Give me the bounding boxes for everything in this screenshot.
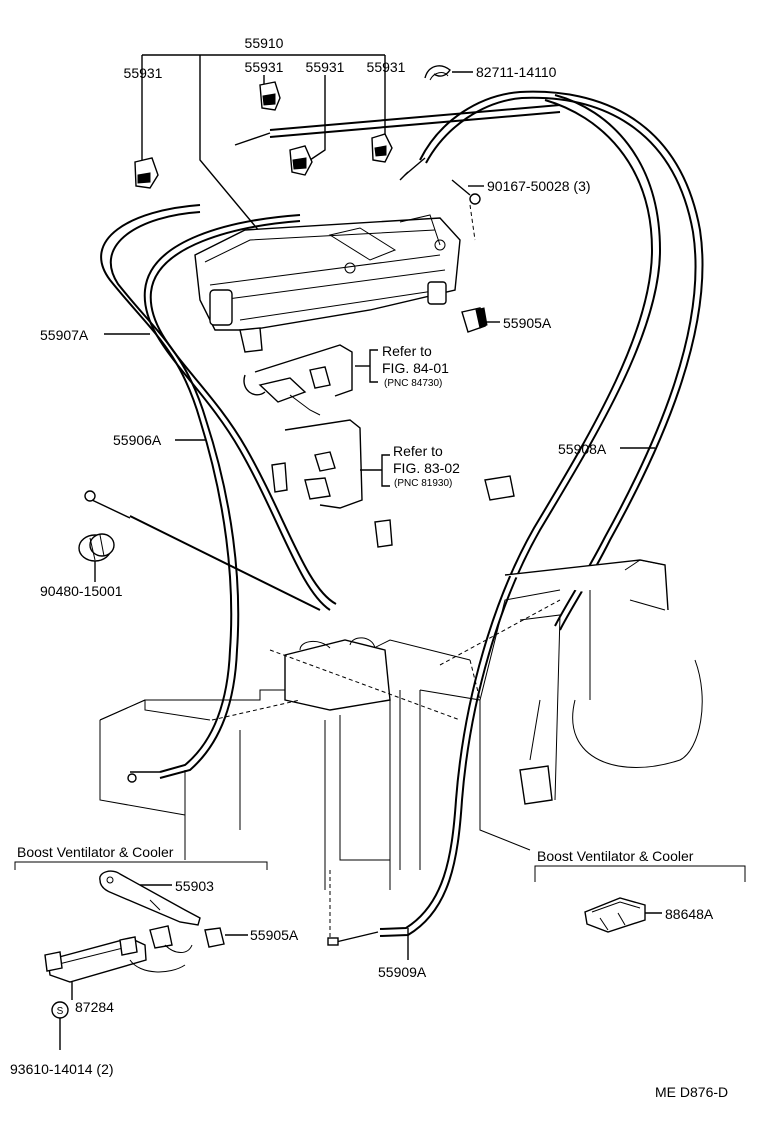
screw-symbol: S <box>57 1006 64 1017</box>
switch-fig-84-01 <box>243 344 353 416</box>
refer-1-pnc: (PNC 84730) <box>384 378 442 389</box>
knob-55905a-bottom <box>149 925 225 949</box>
refer-1-line1: Refer to <box>382 343 432 359</box>
clip-82711 <box>424 65 451 81</box>
clip-55931-d <box>371 133 393 163</box>
label-55903: 55903 <box>175 878 214 894</box>
cable-55909a <box>327 94 662 946</box>
clip-55931-b <box>259 81 281 111</box>
label-55931-a: 55931 <box>124 65 163 81</box>
leader-lines <box>14 54 746 1050</box>
grommet-90480 <box>78 533 115 562</box>
label-55931-c: 55931 <box>306 59 345 75</box>
label-90167: 90167-50028 (3) <box>487 178 591 194</box>
label-55908a: 55908A <box>558 441 607 457</box>
label-55931-b: 55931 <box>245 59 284 75</box>
footer-code: ME D876-D <box>655 1084 728 1100</box>
label-90480: 90480-15001 <box>40 583 123 599</box>
label-55905a-bottom: 55905A <box>250 927 299 943</box>
screw-93610: S <box>51 1001 69 1019</box>
part-labels: 55910 55931 55931 55931 55931 82711-1411… <box>10 35 728 1100</box>
cable-55907a <box>100 204 240 783</box>
cable-55906a <box>143 214 337 611</box>
refer-2-line2: FIG. 83-02 <box>393 460 460 476</box>
refer-1-line2: FIG. 84-01 <box>382 360 449 376</box>
label-82711: 82711-14110 <box>476 64 557 80</box>
cable-55908a <box>399 90 704 631</box>
section-title-left: Boost Ventilator & Cooler <box>17 844 174 860</box>
label-55909a: 55909A <box>378 964 427 980</box>
bracket-55903 <box>99 870 201 926</box>
clip-55931-a <box>134 157 159 189</box>
clip-55931-c <box>289 145 313 176</box>
cable-top <box>234 104 561 146</box>
section-title-right: Boost Ventilator & Cooler <box>537 848 694 864</box>
label-55905a-top: 55905A <box>503 315 552 331</box>
relay-88648a <box>584 897 646 933</box>
label-88648a: 88648A <box>665 906 714 922</box>
knob-55905a-top <box>461 307 488 333</box>
label-87284: 87284 <box>75 999 114 1015</box>
label-55931-d: 55931 <box>367 59 406 75</box>
label-55906a: 55906A <box>113 432 162 448</box>
label-55907a: 55907A <box>40 327 89 343</box>
rod <box>84 490 321 611</box>
refer-2-line1: Refer to <box>393 443 443 459</box>
label-93610: 93610-14014 (2) <box>10 1061 114 1077</box>
screw-90167 <box>451 179 481 241</box>
heater-unit <box>99 559 703 940</box>
switch-87284 <box>44 936 193 983</box>
refer-2-pnc: (PNC 81930) <box>394 478 452 489</box>
switch-fig-83-02 <box>271 419 515 548</box>
label-55910: 55910 <box>245 35 284 51</box>
heater-control-assembly <box>194 214 461 353</box>
